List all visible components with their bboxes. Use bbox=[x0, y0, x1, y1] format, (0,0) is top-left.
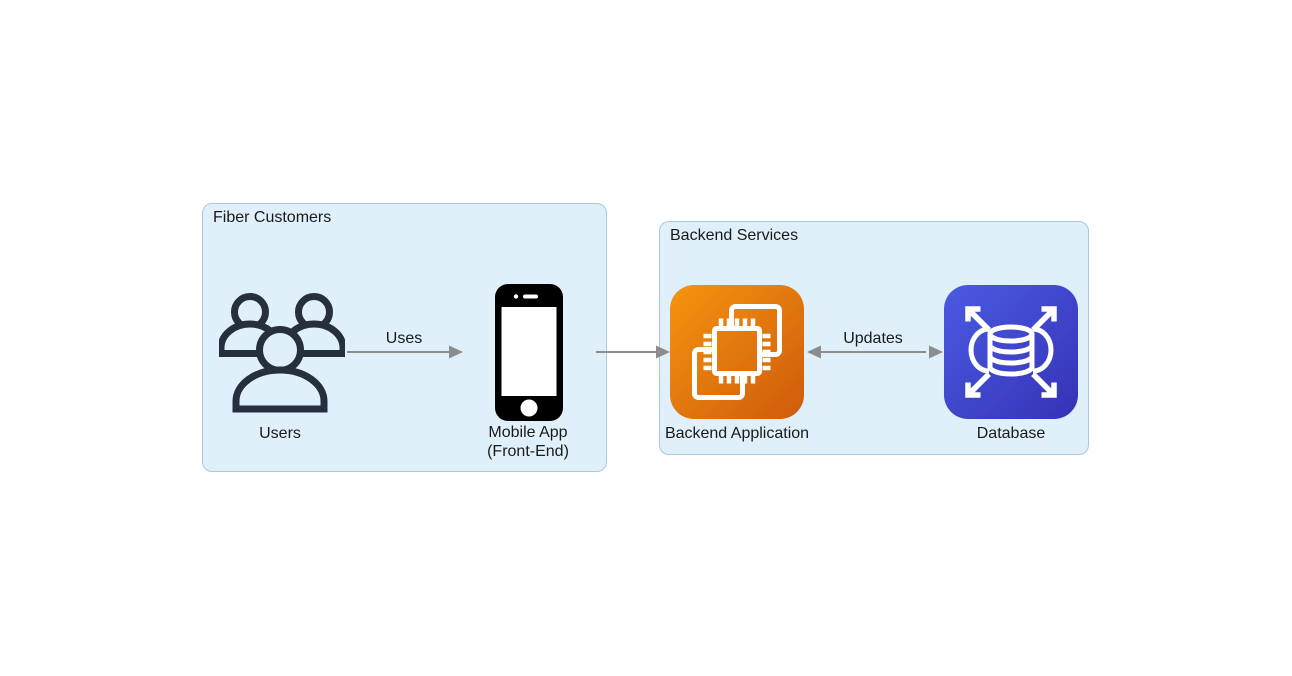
edge-updates-label: Updates bbox=[843, 330, 903, 347]
edge-users-to-mobile[interactable] bbox=[347, 345, 463, 359]
mobile-app-label-line1: Mobile App bbox=[488, 424, 568, 441]
smartphone-icon[interactable] bbox=[495, 284, 563, 421]
arrowhead-right-icon bbox=[929, 345, 943, 359]
edge-mobile-to-backend[interactable] bbox=[596, 345, 670, 359]
arrowhead-left-icon bbox=[807, 345, 821, 359]
users-group-icon[interactable] bbox=[219, 287, 345, 413]
mobile-app-label: Mobile App (Front-End) bbox=[448, 423, 608, 461]
database-scaling-icon[interactable] bbox=[944, 285, 1078, 419]
edge-uses-label: Uses bbox=[385, 330, 423, 347]
group-backend-services-label: Backend Services bbox=[670, 227, 799, 244]
users-label: Users bbox=[259, 425, 301, 442]
chip-compute-icon[interactable] bbox=[670, 285, 804, 419]
database-label: Database bbox=[976, 425, 1046, 442]
arrowhead-right-icon bbox=[449, 345, 463, 359]
group-fiber-customers-label: Fiber Customers bbox=[213, 209, 332, 226]
arrowhead-right-icon bbox=[656, 345, 670, 359]
edge-backend-to-database[interactable] bbox=[807, 345, 943, 359]
backend-application-label: Backend Application bbox=[664, 425, 810, 442]
mobile-app-label-line2: (Front-End) bbox=[487, 443, 569, 460]
